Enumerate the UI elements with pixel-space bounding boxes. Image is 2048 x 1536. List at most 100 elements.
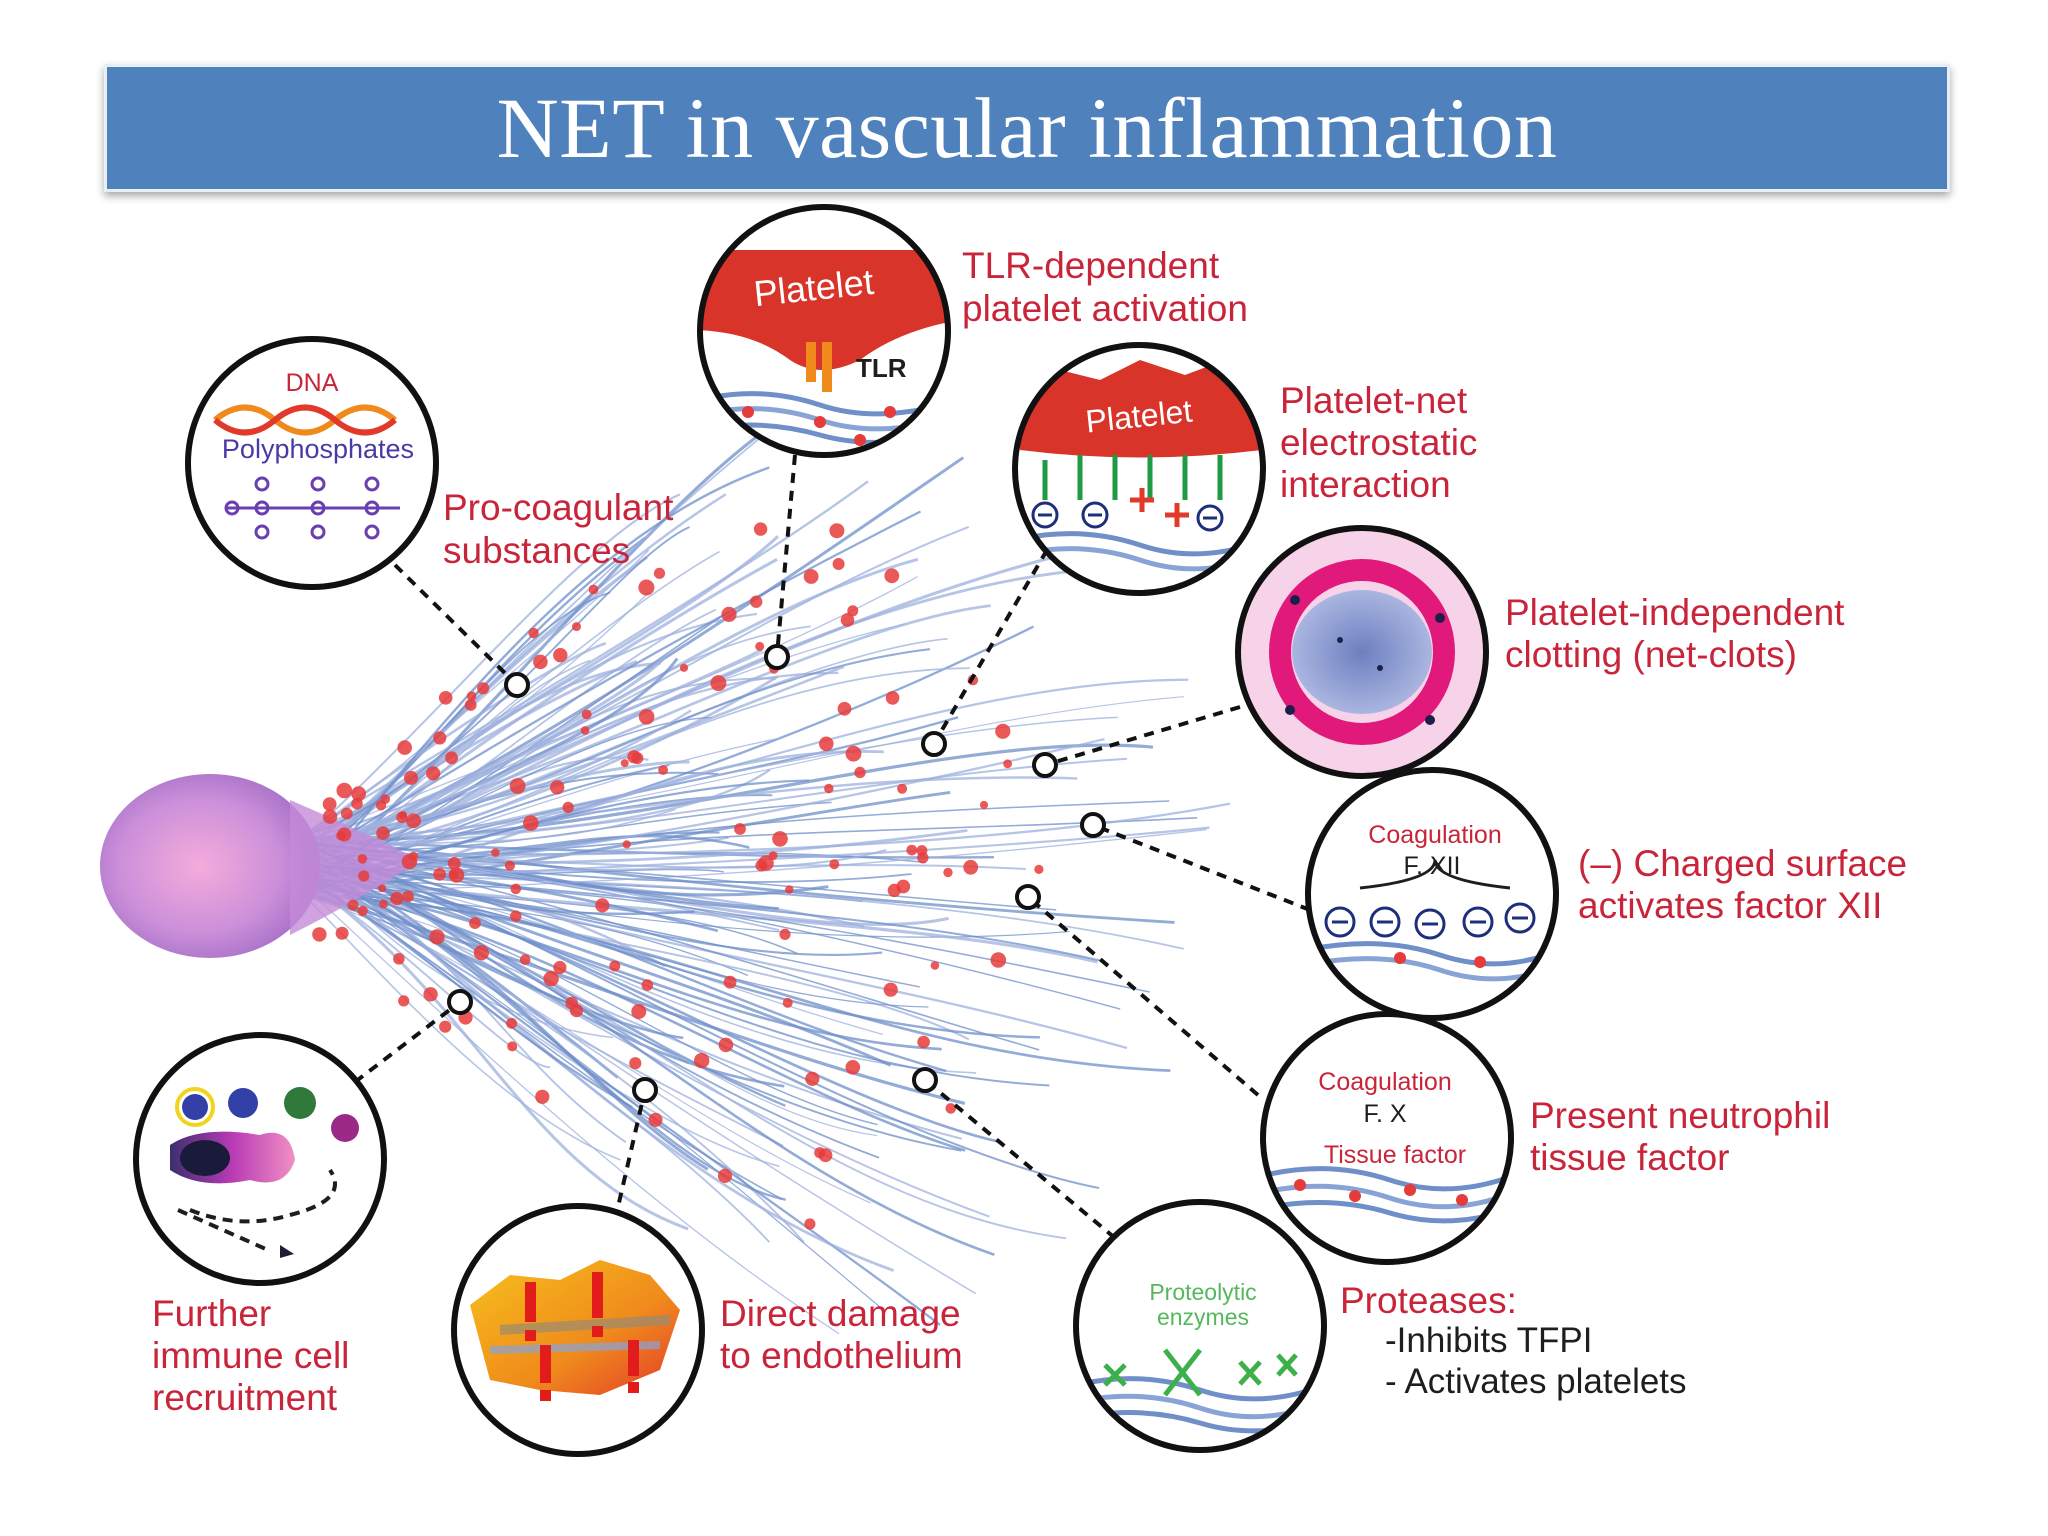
net-platelet-dot	[750, 595, 763, 608]
net-fiber	[299, 864, 1067, 1240]
net-platelet-dot	[535, 1089, 550, 1104]
net-platelet-dot	[565, 996, 578, 1010]
title-bar: NET in vascular inflammation	[104, 64, 1950, 192]
net-fiber	[299, 841, 1040, 1051]
net-fiber	[299, 828, 1207, 896]
net-platelet-dot	[782, 997, 793, 1008]
net-platelet-dot	[885, 691, 900, 705]
net-platelet-dot	[562, 801, 574, 814]
net-platelet-dot	[896, 879, 911, 894]
net-platelet-dot	[322, 809, 338, 824]
net-platelet-dot	[845, 1060, 861, 1075]
net-fiber	[299, 873, 1098, 964]
net-platelet-dot	[609, 960, 621, 972]
net-platelet-dot	[429, 929, 445, 945]
net-fiber	[299, 890, 621, 1161]
net-fiber	[299, 776, 1078, 845]
inset-dna-text: DNA	[286, 369, 339, 397]
net-platelet-dot	[581, 709, 592, 720]
net-platelet-dot	[580, 726, 590, 735]
net-platelet-dot	[423, 987, 438, 1002]
label-fxii-line1: (–) Charged surface	[1578, 843, 1907, 884]
net-platelet-dot	[658, 765, 668, 775]
net-platelet-dot	[818, 1148, 833, 1163]
net-platelet-dot	[721, 606, 737, 623]
inset-proteolytic-line1: Proteolytic	[1149, 1279, 1256, 1305]
positive-charge-icons	[1130, 488, 1189, 527]
net-fiber	[299, 865, 1050, 1087]
net-platelet-dot	[641, 979, 654, 991]
net-platelet-dot	[406, 813, 421, 829]
label-proteases-title: Proteases:	[1340, 1280, 1517, 1321]
net-platelet-dot	[553, 648, 568, 663]
net-platelet-dot	[694, 1052, 710, 1069]
inset-polyphosphates-text: Polyphosphates	[222, 434, 414, 464]
net-fiber	[299, 881, 878, 1126]
net-platelet-dot	[595, 898, 610, 913]
net-platelet-dot	[543, 971, 559, 987]
net-fiber	[299, 802, 1231, 856]
net-fiber	[299, 466, 770, 896]
label-fxii-line2: activates factor XII	[1578, 885, 1882, 926]
net-platelet-dot	[466, 691, 477, 701]
net-platelet-dot	[734, 823, 746, 835]
net-platelet-dot	[351, 797, 363, 810]
net-fiber	[299, 510, 922, 866]
net-fiber	[299, 882, 840, 1335]
net-fiber	[299, 863, 970, 1041]
net-platelet-dot	[528, 627, 539, 639]
callout-proteases: Proteolytic enzymes Proteases: -Inhibits…	[1073, 1199, 1687, 1453]
connector-damage	[613, 1089, 647, 1221]
label-tf-line1: Present neutrophil	[1530, 1095, 1830, 1136]
net-platelet-dot	[396, 811, 408, 824]
inset-fxii-text: F. XII	[1404, 852, 1461, 880]
net-platelet-dot	[438, 691, 453, 705]
net-platelet-dot	[753, 522, 768, 536]
net-platelet-dot	[803, 569, 819, 584]
net-platelet-dot	[553, 960, 567, 975]
net-platelet-dot	[840, 613, 855, 627]
net-platelet-dot	[648, 1112, 663, 1127]
net-fiber	[299, 875, 689, 1231]
net-platelet-dot	[837, 701, 852, 716]
inset-tlr-text: TLR	[856, 353, 907, 383]
net-fiber	[299, 623, 906, 843]
net-platelet-dot	[473, 945, 489, 961]
net-platelet-dot	[376, 826, 390, 840]
net-fiber	[299, 864, 884, 1036]
net-platelet-dot	[519, 954, 531, 965]
label-damage-line2: to endothelium	[720, 1335, 963, 1376]
net-platelet-dot	[979, 800, 989, 810]
net-platelet-dot	[402, 890, 414, 903]
net-platelet-dot	[845, 745, 862, 762]
connector-proteases	[923, 1078, 1117, 1240]
net-platelet-dot	[322, 797, 337, 811]
net-platelet-dot	[627, 750, 641, 764]
net-platelet-dot	[995, 723, 1011, 739]
connectors	[353, 454, 1311, 1240]
net-platelet-dot	[439, 1020, 452, 1033]
net-platelet-dot	[622, 840, 631, 849]
net-platelet-dot	[883, 982, 898, 997]
inset-coagulation-text-2: Coagulation	[1318, 1068, 1451, 1096]
net-platelet-dot	[357, 854, 368, 864]
net-platelet-dot	[404, 770, 418, 785]
label-elec-line2: electrostatic	[1280, 422, 1477, 463]
label-damage-line1: Direct damage	[720, 1293, 961, 1334]
net-platelet-dot	[854, 766, 866, 779]
connector-nodes	[447, 644, 1106, 1103]
net-fiber	[299, 873, 709, 1171]
net-platelet-dot	[710, 675, 727, 692]
net-fiber	[299, 880, 1150, 993]
net-fiber	[299, 892, 962, 1152]
net-platelet-dot	[447, 856, 461, 870]
connector-netclots	[1044, 705, 1241, 767]
net-fiber	[299, 709, 692, 839]
callout-netclots: Platelet-independent clotting (net-clots…	[1235, 525, 1845, 779]
net-fiber	[299, 480, 869, 838]
attraction-arrows-icon	[1042, 455, 1223, 500]
net-platelet-dot	[1034, 864, 1044, 875]
net-platelet-dot	[336, 782, 353, 799]
net-platelet-dot	[550, 780, 565, 795]
